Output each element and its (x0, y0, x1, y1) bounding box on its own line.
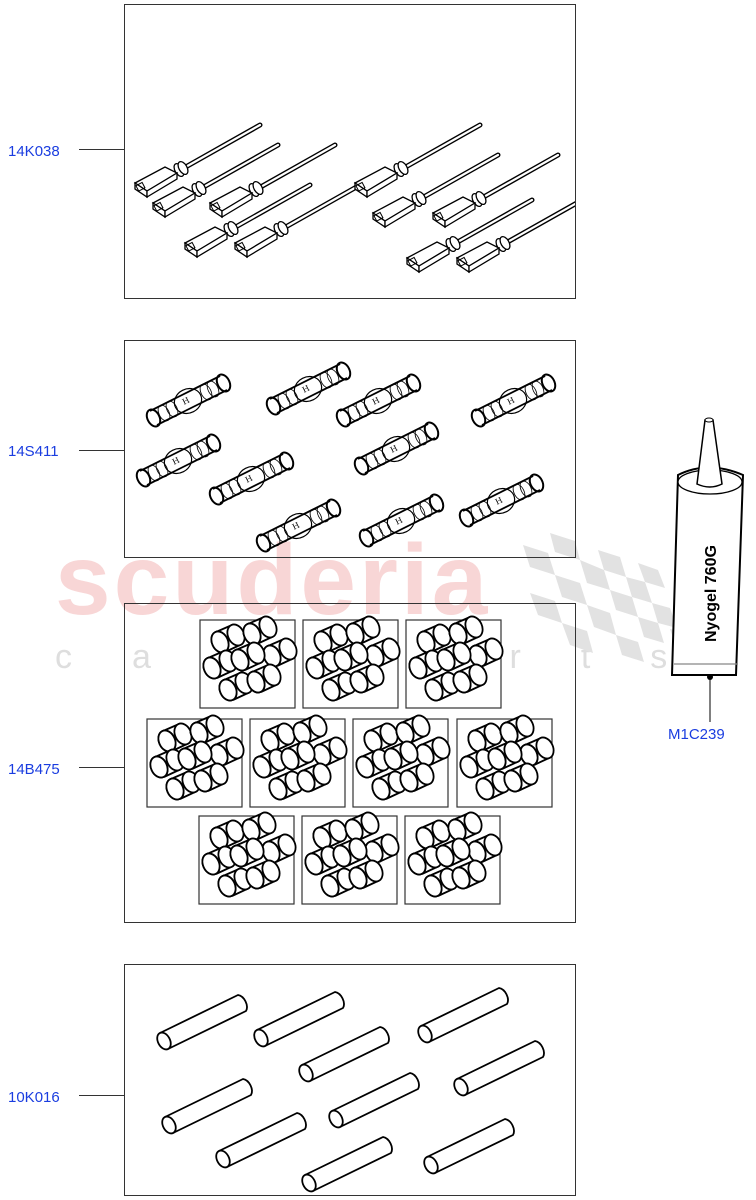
callout-label-10K016: 10K016 (8, 1089, 60, 1106)
tube-brand-text: Nyogel 760G (703, 545, 720, 642)
panel-10K016-heat-shrink (124, 964, 576, 1196)
leader-line-10K016 (79, 1095, 125, 1096)
leader-line-14K038 (79, 149, 125, 150)
butt-splice-set: H (133, 359, 559, 555)
panel-14S411-splices: H (124, 340, 576, 558)
callout-label-14B475: 14B475 (8, 761, 60, 778)
sleeve-pack-set (125, 604, 575, 922)
panel-14K038-terminals (124, 4, 576, 299)
grease-tube-M1C239: Nyogel 760G (670, 417, 745, 722)
panel-14B475-sleeve-packs (124, 603, 576, 923)
callout-label-M1C239: M1C239 (668, 726, 725, 743)
leader-line-14B475 (79, 767, 125, 768)
leader-line-14S411 (79, 450, 125, 451)
callout-label-14K038: 14K038 (8, 143, 60, 160)
callout-label-14S411: 14S411 (8, 443, 59, 460)
heat-shrink-tube-set (153, 987, 545, 1195)
terminal-pin-set (125, 5, 575, 298)
